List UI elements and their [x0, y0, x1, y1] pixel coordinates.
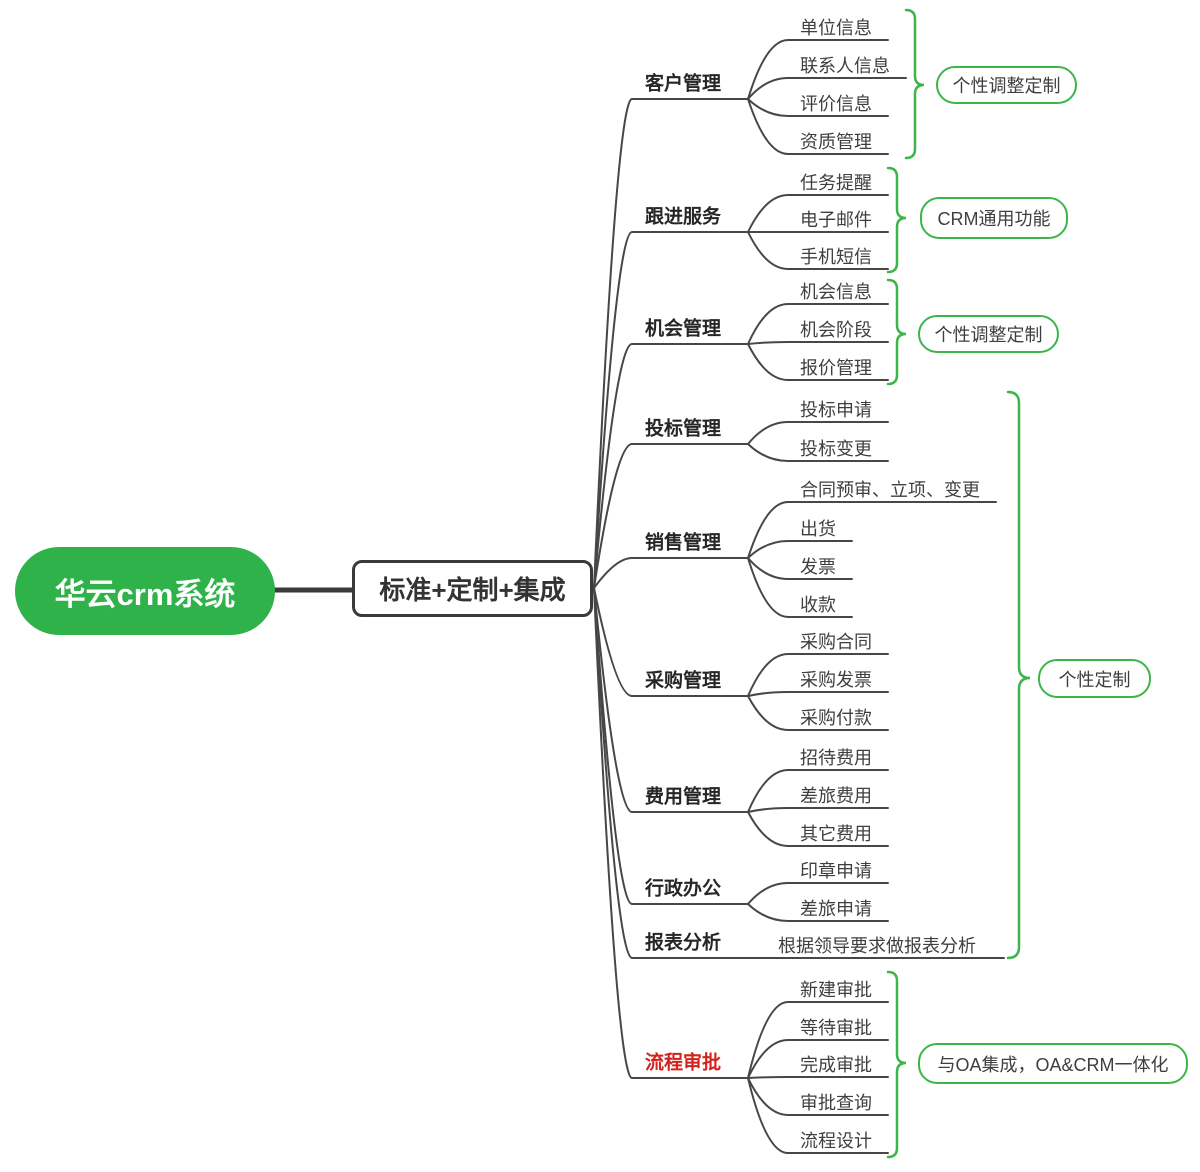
leaf-topic[interactable]: 出货	[800, 519, 836, 539]
leaf-connector	[747, 557, 853, 580]
leaf-connector	[747, 807, 889, 813]
leaf-topic[interactable]: 完成审批	[800, 1055, 872, 1075]
leaf-topic[interactable]: 等待审批	[800, 1018, 872, 1038]
branch-topic[interactable]: 费用管理	[645, 786, 722, 808]
leaf-topic[interactable]: 印章申请	[800, 861, 872, 881]
branch-connector	[593, 587, 749, 905]
summary-brace	[886, 970, 907, 1159]
leaf-connector	[747, 98, 889, 155]
leaf-connector	[747, 1001, 889, 1079]
summary-topic[interactable]: 与OA集成，OA&CRM一体化	[918, 1043, 1188, 1084]
leaf-connector	[747, 501, 997, 559]
leaf-connector	[747, 98, 889, 117]
leaf-connector	[747, 303, 889, 345]
leaf-connector	[747, 811, 889, 847]
leaf-connector	[747, 882, 889, 905]
summary-brace	[886, 278, 907, 386]
leaf-topic[interactable]: 采购合同	[800, 632, 872, 652]
leaf-connector	[747, 39, 889, 100]
leaf-topic[interactable]: 电子邮件	[800, 210, 872, 230]
leaf-topic[interactable]: 采购发票	[800, 670, 872, 690]
leaf-connector	[747, 194, 889, 233]
leaf-topic[interactable]: 差旅费用	[800, 786, 872, 806]
leaf-connector	[747, 421, 889, 445]
branch-topic[interactable]: 行政办公	[645, 878, 722, 900]
leaf-topic[interactable]: 根据领导要求做报表分析	[778, 936, 976, 956]
branch-connector	[593, 587, 749, 813]
leaf-connector	[747, 1077, 889, 1154]
leaf-topic[interactable]: 审批查询	[800, 1093, 872, 1113]
leaf-topic[interactable]: 流程设计	[800, 1131, 872, 1151]
branch-topic[interactable]: 客户管理	[645, 73, 722, 95]
leaf-topic[interactable]: 采购付款	[800, 708, 872, 728]
branch-connector	[593, 587, 749, 697]
group-summary-brace	[1006, 390, 1031, 960]
summary-topic[interactable]: CRM通用功能	[920, 197, 1068, 239]
leaf-topic[interactable]: 机会信息	[800, 282, 872, 302]
leaf-topic[interactable]: 其它费用	[800, 824, 872, 844]
group-summary-topic[interactable]: 个性定制	[1038, 659, 1151, 698]
leaf-topic[interactable]: 新建审批	[800, 980, 872, 1000]
leaf-topic[interactable]: 投标变更	[800, 439, 872, 459]
leaf-topic[interactable]: 投标申请	[800, 400, 872, 420]
leaf-topic[interactable]: 评价信息	[800, 94, 872, 114]
branch-topic[interactable]: 跟进服务	[645, 206, 722, 228]
leaf-connector	[747, 653, 889, 697]
leaf-topic[interactable]: 资质管理	[800, 132, 872, 152]
leaf-connector	[747, 557, 853, 618]
branch-topic[interactable]: 流程审批	[645, 1052, 722, 1074]
leaf-topic[interactable]: 单位信息	[800, 18, 872, 38]
leaf-connector	[747, 1039, 889, 1079]
leaf-connector	[747, 443, 889, 462]
leaf-topic[interactable]: 报价管理	[800, 358, 872, 378]
leaf-connector	[747, 695, 889, 731]
leaf-connector	[747, 903, 889, 922]
leaf-topic[interactable]: 任务提醒	[800, 173, 872, 193]
leaf-topic[interactable]: 合同预审、立项、变更	[800, 480, 980, 500]
branch-connector	[593, 231, 749, 589]
leaf-connector	[747, 77, 907, 100]
branch-connector	[593, 343, 749, 589]
summary-brace	[904, 8, 925, 160]
leaf-connector	[747, 343, 889, 381]
branch-topic[interactable]: 报表分析	[645, 932, 722, 954]
leaf-topic[interactable]: 联系人信息	[800, 56, 890, 76]
leaf-topic[interactable]: 手机短信	[800, 247, 872, 267]
summary-topic[interactable]: 个性调整定制	[918, 315, 1059, 353]
hub-topic[interactable]: 标准+定制+集成	[352, 560, 593, 617]
summary-topic[interactable]: 个性调整定制	[936, 66, 1077, 104]
leaf-topic[interactable]: 机会阶段	[800, 320, 872, 340]
leaf-connector	[747, 769, 889, 813]
leaf-connector	[747, 341, 889, 345]
branch-connector	[593, 443, 749, 589]
leaf-topic[interactable]: 差旅申请	[800, 899, 872, 919]
branch-connector	[593, 587, 1005, 959]
branch-connector	[593, 98, 749, 589]
branch-topic[interactable]: 投标管理	[645, 418, 722, 440]
leaf-connector	[747, 691, 889, 697]
leaf-connector	[747, 1077, 889, 1116]
branch-topic[interactable]: 销售管理	[645, 532, 722, 554]
leaf-connector	[747, 540, 853, 559]
leaf-topic[interactable]: 发票	[800, 557, 836, 577]
branch-topic[interactable]: 机会管理	[645, 318, 722, 340]
root-topic[interactable]: 华云crm系统	[15, 547, 275, 635]
leaf-topic[interactable]: 招待费用	[800, 748, 872, 768]
branch-topic[interactable]: 采购管理	[645, 670, 722, 692]
leaf-connector	[747, 231, 889, 270]
branch-connector	[593, 557, 749, 589]
summary-brace	[886, 166, 907, 274]
branch-connector	[593, 587, 749, 1079]
leaf-topic[interactable]: 收款	[800, 595, 836, 615]
leaf-connector	[747, 1076, 889, 1079]
